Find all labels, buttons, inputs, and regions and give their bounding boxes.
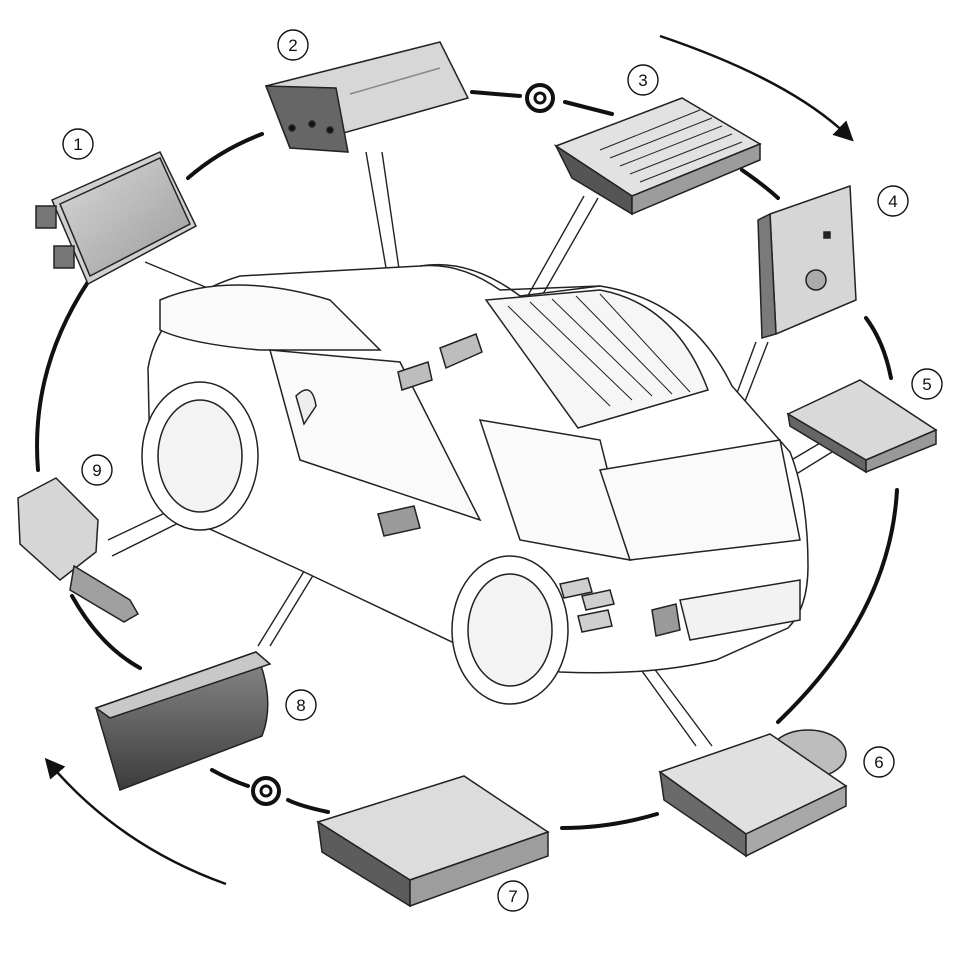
- sunroof-slats: [507, 293, 691, 407]
- module-7-module: [316, 775, 550, 908]
- callout-2: 2: [277, 29, 309, 61]
- callout-7: 7: [497, 880, 529, 912]
- callout-6-label: 6: [874, 753, 883, 772]
- sunroof: [484, 289, 709, 429]
- callout-circle: [627, 64, 659, 96]
- side-mirror: [295, 389, 317, 426]
- callout-2-label: 2: [288, 36, 297, 55]
- callout-circle: [911, 368, 943, 400]
- callout-circle: [81, 454, 113, 486]
- module-8-instrument-cluster: [94, 651, 272, 791]
- car-roof-edge: [419, 264, 601, 291]
- vehicle-illustration: [141, 263, 809, 705]
- ring-segment-3-4: [740, 168, 780, 200]
- ring-segment-7-8b: [210, 768, 250, 788]
- ring-segment-5-6: [776, 488, 899, 724]
- callout-5-label: 5: [922, 375, 931, 394]
- callout-circle: [497, 880, 529, 912]
- callout-3-label: 3: [638, 71, 647, 90]
- callout-circle: [877, 185, 909, 217]
- car-module-floor: [377, 505, 421, 537]
- callout-9-label: 9: [92, 461, 101, 480]
- ring-segment-4-5: [864, 316, 893, 380]
- ring-segment-2-3a: [470, 90, 522, 98]
- callout-circle: [62, 128, 94, 160]
- callout-6: 6: [863, 746, 895, 778]
- module-6-disc-player: [658, 729, 848, 858]
- module-3-amplifier: [554, 97, 762, 216]
- ring-segment-2-3b: [563, 100, 614, 116]
- callout-3: 3: [627, 64, 659, 96]
- car-module-rear-a: [559, 577, 593, 599]
- callout-numbers: 1 2 3 4 5 6 7 8: [62, 29, 943, 912]
- callout-8: 8: [285, 689, 317, 721]
- module-4-module: [757, 184, 857, 339]
- windshield: [159, 284, 382, 351]
- module-1-display: [35, 151, 197, 286]
- direction-arrow-icon: [659, 34, 854, 142]
- module-2-head-unit: [264, 41, 470, 153]
- callout-9: 9: [81, 454, 113, 486]
- network-ring: [35, 90, 899, 830]
- front-wheel: [157, 399, 243, 513]
- callout-circle: [277, 29, 309, 61]
- callout-4-label: 4: [888, 192, 897, 211]
- rear-wheel: [467, 573, 553, 687]
- module-9-module: [17, 477, 140, 623]
- car-module-dash: [397, 361, 433, 391]
- ring-segment-1-2: [186, 132, 264, 180]
- rear-bumper: [679, 579, 801, 641]
- callout-circle: [285, 689, 317, 721]
- callout-4: 4: [877, 185, 909, 217]
- callout-circle: [863, 746, 895, 778]
- fiber-optic-loop-icon: [525, 83, 555, 113]
- car-module-rear-c: [577, 609, 613, 633]
- ring-segment-6-7: [560, 812, 659, 830]
- fiber-optic-loop-icon: [251, 776, 281, 806]
- car-module-rear-b: [581, 589, 615, 611]
- callout-7-label: 7: [508, 887, 517, 906]
- callout-8-label: 8: [296, 696, 305, 715]
- tailgate-glass: [599, 439, 801, 561]
- front-door-window: [268, 349, 482, 522]
- car-module-rear-d: [651, 603, 681, 637]
- callout-5: 5: [911, 368, 943, 400]
- direction-arrow-icon: [44, 757, 227, 886]
- ring-segment-9-1: [35, 280, 90, 472]
- car-module-roof: [439, 333, 483, 370]
- module-5-module: [786, 379, 938, 474]
- ring-segment-7-8a: [286, 798, 330, 814]
- callout-1: 1: [62, 128, 94, 160]
- callout-1-label: 1: [73, 135, 82, 154]
- ring-segment-8-9: [70, 594, 142, 670]
